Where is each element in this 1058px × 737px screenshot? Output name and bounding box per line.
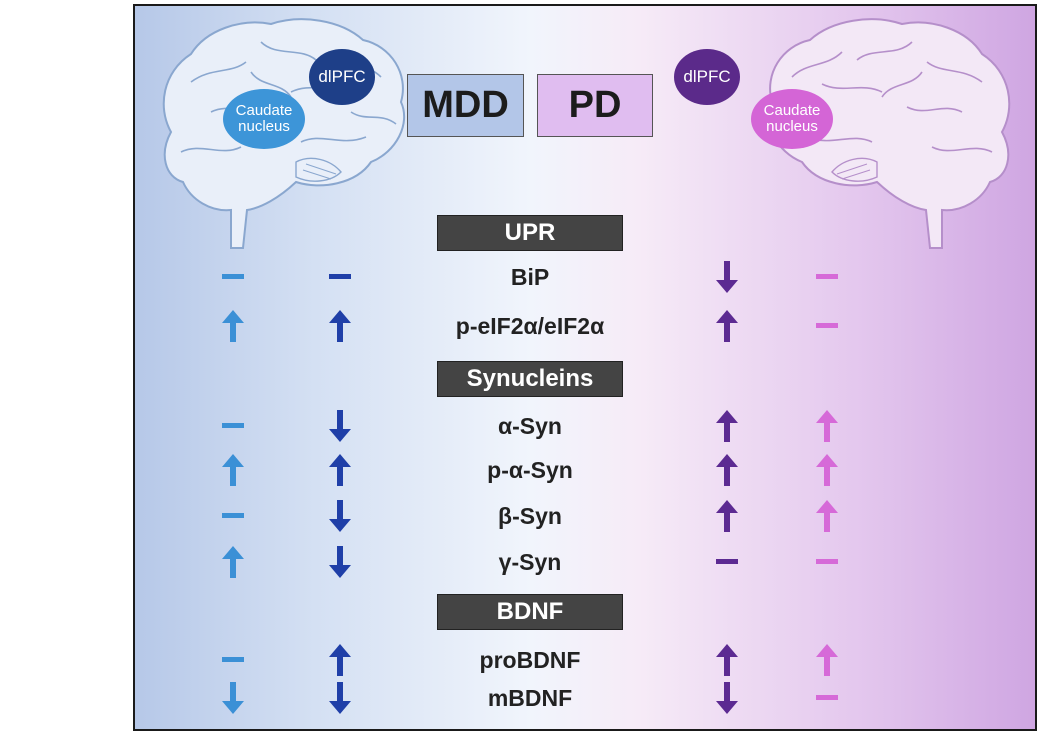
- mdd-caudate-dash-icon: [222, 423, 244, 428]
- pd-dlpfc-up-arrow-icon: [716, 644, 738, 676]
- section-header-upr: UPR: [437, 215, 623, 251]
- mdd-caudate-dash-icon: [222, 274, 244, 279]
- row-label-syn: β-Syn: [498, 503, 562, 529]
- pd-dlpfc-up-arrow-icon: [716, 454, 738, 486]
- pd-dlpfc-up-arrow-icon: [716, 500, 738, 532]
- pd-dlpfc-up-arrow-icon: [716, 410, 738, 442]
- pd-dlpfc-up-arrow-icon: [716, 310, 738, 342]
- mdd-dlpfc-up-arrow-icon: [329, 310, 351, 342]
- section-header-synucleins: Synucleins: [437, 361, 623, 397]
- mdd-caudate-dash-icon: [222, 657, 244, 662]
- mdd-dlpfc-down-arrow-icon: [329, 500, 351, 532]
- mdd-caudate-down-arrow-icon: [222, 682, 244, 714]
- left-caudate-nucleus-label: Caudate nucleus: [223, 89, 305, 149]
- pd-caudate-up-arrow-icon: [816, 454, 838, 486]
- pd-dlpfc-down-arrow-icon: [716, 682, 738, 714]
- pd-group-box: PD: [537, 74, 653, 137]
- row-label-p-syn: p-α-Syn: [487, 457, 573, 483]
- right-dlpfc-label: dlPFC: [674, 49, 740, 105]
- mdd-caudate-up-arrow-icon: [222, 546, 244, 578]
- pd-caudate-dash-icon: [816, 274, 838, 279]
- row-label-probdnf: proBDNF: [479, 647, 581, 673]
- pd-caudate-dash-icon: [816, 559, 838, 564]
- mdd-caudate-dash-icon: [222, 513, 244, 518]
- row-label-syn: γ-Syn: [498, 549, 562, 575]
- pd-dlpfc-down-arrow-icon: [716, 261, 738, 293]
- row-label-mbdnf: mBDNF: [487, 685, 573, 711]
- row-label-syn: α-Syn: [498, 413, 562, 439]
- mdd-dlpfc-down-arrow-icon: [329, 546, 351, 578]
- mdd-caudate-up-arrow-icon: [222, 310, 244, 342]
- mdd-dlpfc-down-arrow-icon: [329, 682, 351, 714]
- mdd-dlpfc-up-arrow-icon: [329, 454, 351, 486]
- pd-dlpfc-dash-icon: [716, 559, 738, 564]
- mdd-dlpfc-up-arrow-icon: [329, 644, 351, 676]
- pd-caudate-up-arrow-icon: [816, 410, 838, 442]
- mdd-caudate-up-arrow-icon: [222, 454, 244, 486]
- diagram-panel: Caudate nucleus dlPFC dlPFC Caudate nucl…: [133, 4, 1037, 731]
- row-label-p-eif2-eif2: p-eIF2α/eIF2α: [455, 313, 605, 339]
- left-dlpfc-label: dlPFC: [309, 49, 375, 105]
- mdd-dlpfc-down-arrow-icon: [329, 410, 351, 442]
- pd-caudate-up-arrow-icon: [816, 500, 838, 532]
- pd-caudate-dash-icon: [816, 323, 838, 328]
- section-header-bdnf: BDNF: [437, 594, 623, 630]
- right-caudate-nucleus-label: Caudate nucleus: [751, 89, 833, 149]
- mdd-group-box: MDD: [407, 74, 524, 137]
- mdd-dlpfc-dash-icon: [329, 274, 351, 279]
- row-label-bip: BiP: [510, 264, 550, 290]
- pd-caudate-up-arrow-icon: [816, 644, 838, 676]
- pd-caudate-dash-icon: [816, 695, 838, 700]
